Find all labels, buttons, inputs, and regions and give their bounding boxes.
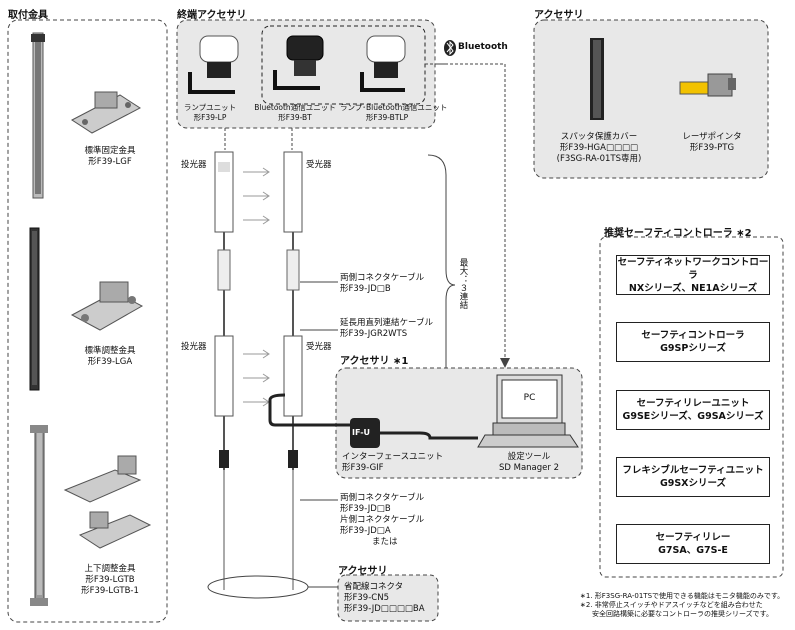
controller-5-line2: G7SA、G7S-E (658, 545, 728, 556)
bracket-lga-label: 標準調整金具 形F39-LGA (70, 346, 150, 368)
emitter-label-2: 投光器 (181, 342, 207, 352)
spatter-cover-note: (F3SG-RA-01TS専用) (556, 154, 642, 164)
controller-box-3: セーフティリレーユニット G9SEシリーズ、G9SAシリーズ (616, 390, 770, 430)
bottom-accessory-model1: 形F39-CN5 (344, 593, 389, 603)
receiver-column (283, 151, 303, 590)
controller-4-line1: フレキシブルセーフティユニット (622, 465, 764, 476)
terminal-unit-bt-model: 形F39-BT (278, 113, 312, 122)
bluetooth-icon (444, 40, 456, 56)
receiver-label-2: 受光器 (306, 342, 332, 352)
cable-double-2-model: 形F39-JD□B (340, 504, 391, 514)
controller-2-line2: G9SPシリーズ (660, 343, 726, 354)
controller-1-line2: NXシリーズ、NE1Aシリーズ (628, 282, 758, 294)
lamp-unit-image (188, 35, 239, 94)
setting-tool-model: SD Manager 2 (498, 463, 559, 473)
light-beam-arrows (243, 167, 270, 407)
bracket-lga-image (70, 281, 144, 331)
section-mounting-brackets: 取付金具 (8, 10, 48, 21)
controller-box-4: フレキシブルセーフティユニット G9SXシリーズ (616, 457, 770, 497)
interface-unit-name: インターフェースユニット (342, 452, 444, 462)
sensor-bar-lgtb (30, 425, 48, 606)
interface-unit-label: インターフェースユニット 形F39-GIF (342, 452, 443, 474)
bracket-lgf-label: 標準固定金具 形F39-LGF (70, 146, 150, 168)
bottom-accessory-name: 省配線コネクタ (344, 582, 404, 592)
bracket-lga-model: 形F39-LGA (87, 357, 133, 367)
emitter-column (214, 151, 234, 590)
bracket-lgtb-label: 上下調整金具 形F39-LGTB 形F39-LGTB-1 (70, 564, 150, 597)
controller-4-line2: G9SXシリーズ (659, 478, 727, 489)
cable-double-1-model: 形F39-JD□B (340, 284, 391, 294)
footnote-1: ∗1. 形F3SG-RA-01TSで使用できる機能はモニタ機能のみです。 (580, 592, 785, 600)
sensor-bar-lgf (31, 32, 45, 199)
setting-tool-label: 設定ツール SD Manager 2 (484, 452, 574, 474)
bracket-lgtb-model: 形F39-LGTB (85, 575, 135, 585)
terminal-unit-btlp: ランプ･Bluetooth通信ユニット 形F39-BTLP (340, 103, 448, 123)
bt-unit-image (273, 35, 324, 90)
bluetooth-logo-text: Bluetooth (458, 42, 508, 52)
laser-pointer-name: レーザポインタ (682, 132, 742, 142)
interface-unit-model: 形F39-GIF (342, 463, 384, 473)
controller-3-line1: セーフティリレーユニット (636, 398, 750, 409)
bracket-lgtb-name: 上下調整金具 (84, 564, 136, 574)
bracket-lga-name: 標準調整金具 (84, 346, 136, 356)
spatter-cover-name: スパッタ保護カバー (560, 132, 638, 142)
terminal-unit-lp-model: 形F39-LP (193, 113, 227, 122)
receiver-label-1: 受光器 (306, 160, 332, 170)
emitter-label-1: 投光器 (181, 160, 207, 170)
controller-2-line1: セーフティコントローラ (641, 330, 745, 341)
cable-extension-model: 形F39-JGR2WTS (340, 329, 408, 339)
terminal-unit-lp: ランプユニット 形F39-LP (180, 103, 240, 123)
terminal-unit-btlp-model: 形F39-BTLP (365, 113, 409, 122)
spatter-cover-image (590, 38, 604, 120)
cable-double-1-name: 両側コネクタケーブル (340, 273, 425, 283)
section-accessory-top: アクセサリ (534, 10, 584, 21)
accessory-laser-pointer: レーザポインタ 形F39-PTG (672, 132, 752, 154)
controller-box-2: セーフティコントローラ G9SPシリーズ (616, 322, 770, 362)
laser-pointer-model: 形F39-PTG (689, 143, 735, 153)
footnote-2: ∗2. 非常停止スイッチやドアスイッチなどを組み合わせた (580, 601, 763, 609)
section-accessory-mid: アクセサリ ∗1 (340, 356, 409, 367)
controller-box-1: セーフティネットワークコントローラ NXシリーズ、NE1Aシリーズ (616, 255, 770, 295)
cable-options: 両側コネクタケーブル 形F39-JD□B 片側コネクタケーブル 形F39-JD□… (340, 493, 424, 548)
bracket-lgtb-image (63, 455, 152, 549)
terminal-unit-btlp-name: ランプ･Bluetooth通信ユニット (340, 103, 448, 112)
section-terminal-accessory: 終端アクセサリ (177, 10, 247, 21)
bottom-accessory-label: 省配線コネクタ 形F39-CN5 形F39-JD□□□□BA (344, 582, 425, 615)
cable-single-name: 片側コネクタケーブル (340, 515, 425, 525)
controller-box-5: セーフティリレー G7SA、G7S-E (616, 524, 770, 564)
sensor-bar-lga (29, 227, 40, 391)
bottom-accessory-model2: 形F39-JD□□□□BA (344, 604, 425, 614)
controller-3-line2: G9SEシリーズ、G9SAシリーズ (622, 411, 764, 422)
cable-extension: 延長用直列連結ケーブル 形F39-JGR2WTS (340, 318, 433, 340)
accessory-spatter-cover: スパッタ保護カバー 形F39-HGA□□□□ (F3SG-RA-01TS専用) (546, 132, 652, 165)
bracket-lgtb-model2: 形F39-LGTB-1 (81, 586, 139, 596)
footnote-3: 安全回路構築に必要なコントローラの推奨シリーズです。 (592, 610, 773, 618)
section-accessory-bottom: アクセサリ (338, 566, 388, 577)
bracket-lgf-model: 形F39-LGF (88, 157, 132, 167)
pc-image (477, 374, 579, 448)
pc-screen-label: PC (523, 393, 536, 403)
spatter-cover-model: 形F39-HGA□□□□ (559, 143, 639, 153)
cable-double-1: 両側コネクタケーブル 形F39-JD□B (340, 273, 424, 295)
controller-5-line1: セーフティリレー (655, 532, 731, 543)
terminal-unit-bt: Bluetooth通信ユニット 形F39-BT (250, 103, 340, 123)
setting-tool-name: 設定ツール (507, 452, 551, 462)
cable-extension-name: 延長用直列連結ケーブル (340, 318, 433, 328)
if-unit-image (268, 393, 478, 448)
controller-1-line1: セーフティネットワークコントローラ (617, 256, 769, 281)
section-recommended-controllers: 推奨セーフティコントローラ ∗2 (604, 228, 752, 239)
terminal-unit-bt-name: Bluetooth通信ユニット (254, 103, 336, 112)
cable-single-model: 形F39-JD□A (340, 526, 391, 536)
if-unit-badge: IF-U (352, 428, 371, 437)
bracket-lgf-name: 標準固定金具 (84, 146, 136, 156)
cable-or-label: または (372, 537, 398, 547)
terminal-unit-lp-name: ランプユニット (183, 103, 237, 112)
cable-double-2-name: 両側コネクタケーブル (340, 493, 425, 503)
max-connection-label: 最大：３連結 (458, 258, 468, 309)
laser-pointer-image (679, 73, 736, 97)
btlp-unit-image (360, 35, 406, 92)
bracket-lgf-image (71, 91, 141, 134)
